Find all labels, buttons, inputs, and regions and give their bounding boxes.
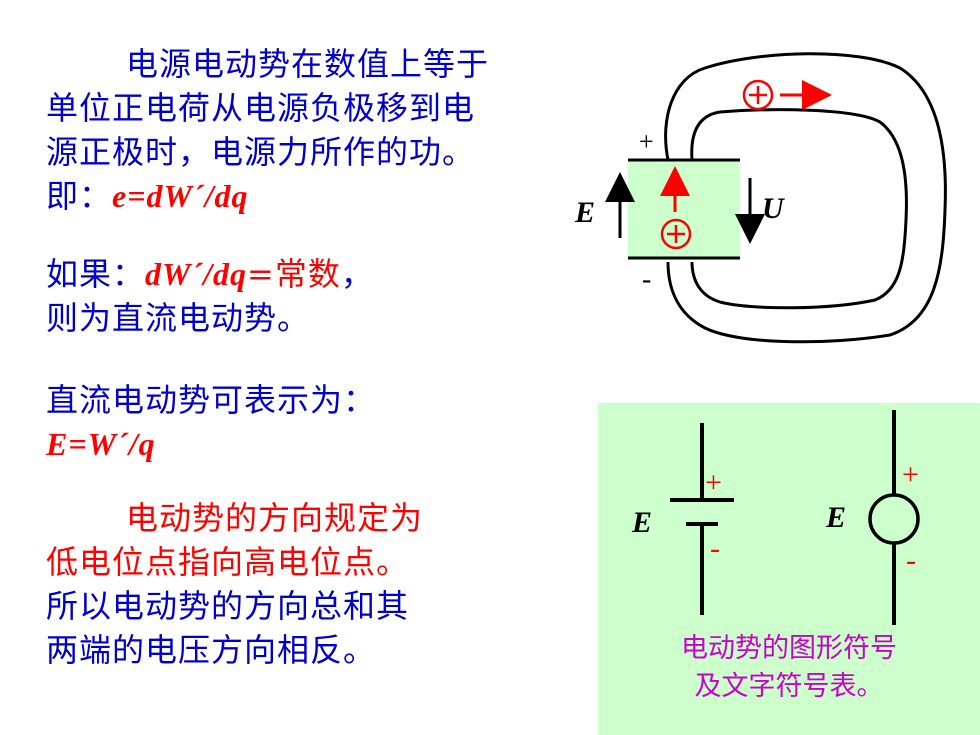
para2-prefix: 如果： xyxy=(46,255,146,293)
outer-charge-circle xyxy=(742,79,774,111)
inner-charge-circle xyxy=(660,218,692,250)
inner-conductor-loop xyxy=(690,108,908,310)
para1-prefix: 即： xyxy=(46,177,113,215)
comma: ， xyxy=(340,255,374,293)
symbols-panel xyxy=(598,403,980,735)
para1-line2: 单位正电荷从电源负极移到电 xyxy=(46,89,476,127)
para3-line1: 直流电动势可表示为： xyxy=(46,381,377,419)
dc-emf-formula: E=W´/q xyxy=(46,426,156,462)
source-box xyxy=(628,160,740,258)
para2-line2: 则为直流电动势。 xyxy=(46,299,311,337)
para4-line3: 所以电动势的方向总和其 xyxy=(46,587,410,625)
emf-formula: e=dW´/dq xyxy=(112,178,249,214)
caption-line1: 电动势的图形符号 xyxy=(681,633,897,664)
paragraph-emf-definition: 电源电动势在数值上等于 单位正电荷从电源负极移到电 源正极时，电源力所作的功。 … xyxy=(46,42,489,218)
loop-plus-label: + xyxy=(639,127,654,156)
symbols-caption: 电动势的图形符号 及文字符号表。 xyxy=(598,630,980,706)
caption-line2: 及文字符号表。 xyxy=(694,671,884,702)
loop-minus-label: - xyxy=(642,264,651,295)
derivative-formula: dW´/dq xyxy=(145,256,248,292)
loop-e-label: E xyxy=(574,196,595,229)
para4-line4: 两端的电压方向相反。 xyxy=(46,631,377,669)
para4-line1: 电动势的方向规定为 xyxy=(126,499,424,537)
outer-conductor-loop xyxy=(664,52,947,344)
paragraph-dc-condition: 如果：dW´/dq=常数， 则为直流电动势。 xyxy=(46,252,374,340)
paragraph-dc-expression: 直流电动势可表示为： E=W´/q xyxy=(46,378,376,466)
para1-line4: 即：e=dW´/dq xyxy=(46,174,489,218)
para1-line1: 电源电动势在数值上等于 xyxy=(126,45,490,83)
para4-line2: 低电位点指向高电位点。 xyxy=(46,543,410,581)
loop-u-label: U xyxy=(762,192,785,225)
para2-line1: 如果：dW´/dq=常数， xyxy=(46,252,374,296)
constant-text: =常数 xyxy=(247,255,341,293)
para1-line3: 源正极时，电源力所作的功。 xyxy=(46,133,476,171)
paragraph-direction: 电动势的方向规定为 低电位点指向高电位点。 所以电动势的方向总和其 两端的电压方… xyxy=(46,496,423,672)
